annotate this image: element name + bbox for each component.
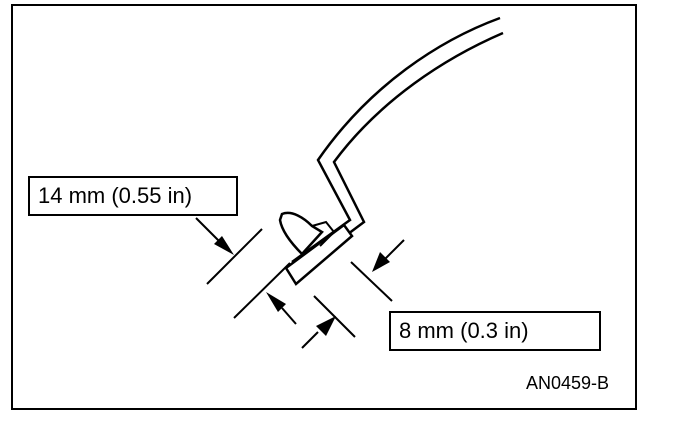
clip-neck xyxy=(311,220,336,247)
clip-base xyxy=(284,223,354,286)
dim-8-arrow-upper xyxy=(372,252,390,272)
dimension-text-8mm: 8 mm (0.3 in) xyxy=(399,318,529,343)
dim-8-leader-upper xyxy=(383,239,405,261)
dimension-text-14mm: 14 mm (0.55 in) xyxy=(38,183,193,208)
dim-8-extension-2 xyxy=(313,295,356,338)
dim-8-extension-1 xyxy=(350,261,393,302)
clip-head xyxy=(278,211,324,256)
rod-outline-inner xyxy=(299,31,504,271)
dim-14-tail xyxy=(281,307,297,325)
dim-14-arrow-lower xyxy=(266,292,286,312)
dim-14-extension-1 xyxy=(206,228,263,285)
figure-id: AN0459-B xyxy=(526,373,610,393)
dim-8-arrow-lower xyxy=(316,316,336,336)
dim-14-extension-2 xyxy=(233,262,291,319)
dimension-label-8mm: 8 mm (0.3 in) xyxy=(389,311,601,351)
dimension-label-14mm: 14 mm (0.55 in) xyxy=(28,176,238,216)
diagram-frame xyxy=(11,4,637,410)
dim-14-arrow-upper xyxy=(214,236,234,255)
rod-outline-outer xyxy=(291,16,501,264)
dim-8-leader-lower xyxy=(301,331,319,349)
